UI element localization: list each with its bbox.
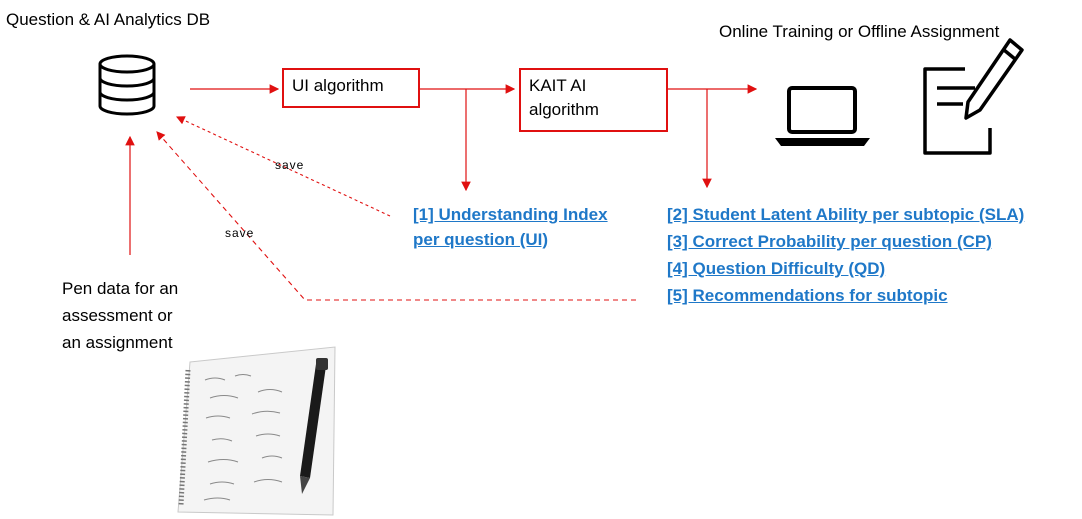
result-ui-line2[interactable]: per question (UI) [413, 230, 549, 249]
kait-algorithm-label-line2: algorithm [529, 100, 599, 119]
database-icon [98, 54, 156, 116]
result-recommendations[interactable]: [5] Recommendations for subtopic [667, 286, 948, 305]
document-edit-icon [923, 38, 1024, 155]
pen-data-line1: Pen data for an [62, 279, 179, 298]
pen-data-line2: assessment or [62, 306, 173, 325]
result-cp[interactable]: [3] Correct Probability per question (CP… [667, 232, 992, 251]
pen-data-line3: an assignment [62, 333, 173, 352]
save-label-kait: save [225, 226, 255, 240]
output-title: Online Training or Offline Assignment [719, 22, 1000, 41]
ui-algorithm-box: UI algorithm [282, 68, 420, 108]
result-qd[interactable]: [4] Question Difficulty (QD) [667, 259, 886, 278]
save-label-ui: save [275, 158, 305, 172]
kait-algorithm-label-line1: KAIT AI [529, 76, 587, 95]
laptop-icon [775, 86, 870, 146]
save-arrow-kait [156, 131, 636, 301]
db-title: Question & AI Analytics DB [6, 10, 211, 29]
kait-algorithm-box: KAIT AI algorithm [519, 68, 668, 132]
ui-algorithm-label: UI algorithm [292, 76, 384, 95]
notebook-pen-image [177, 346, 336, 516]
result-ui-line1[interactable]: [1] Understanding Index [413, 205, 608, 224]
result-sla[interactable]: [2] Student Latent Ability per subtopic … [667, 205, 1025, 224]
pen-data-label: Pen data for an assessment or an assignm… [62, 275, 178, 356]
